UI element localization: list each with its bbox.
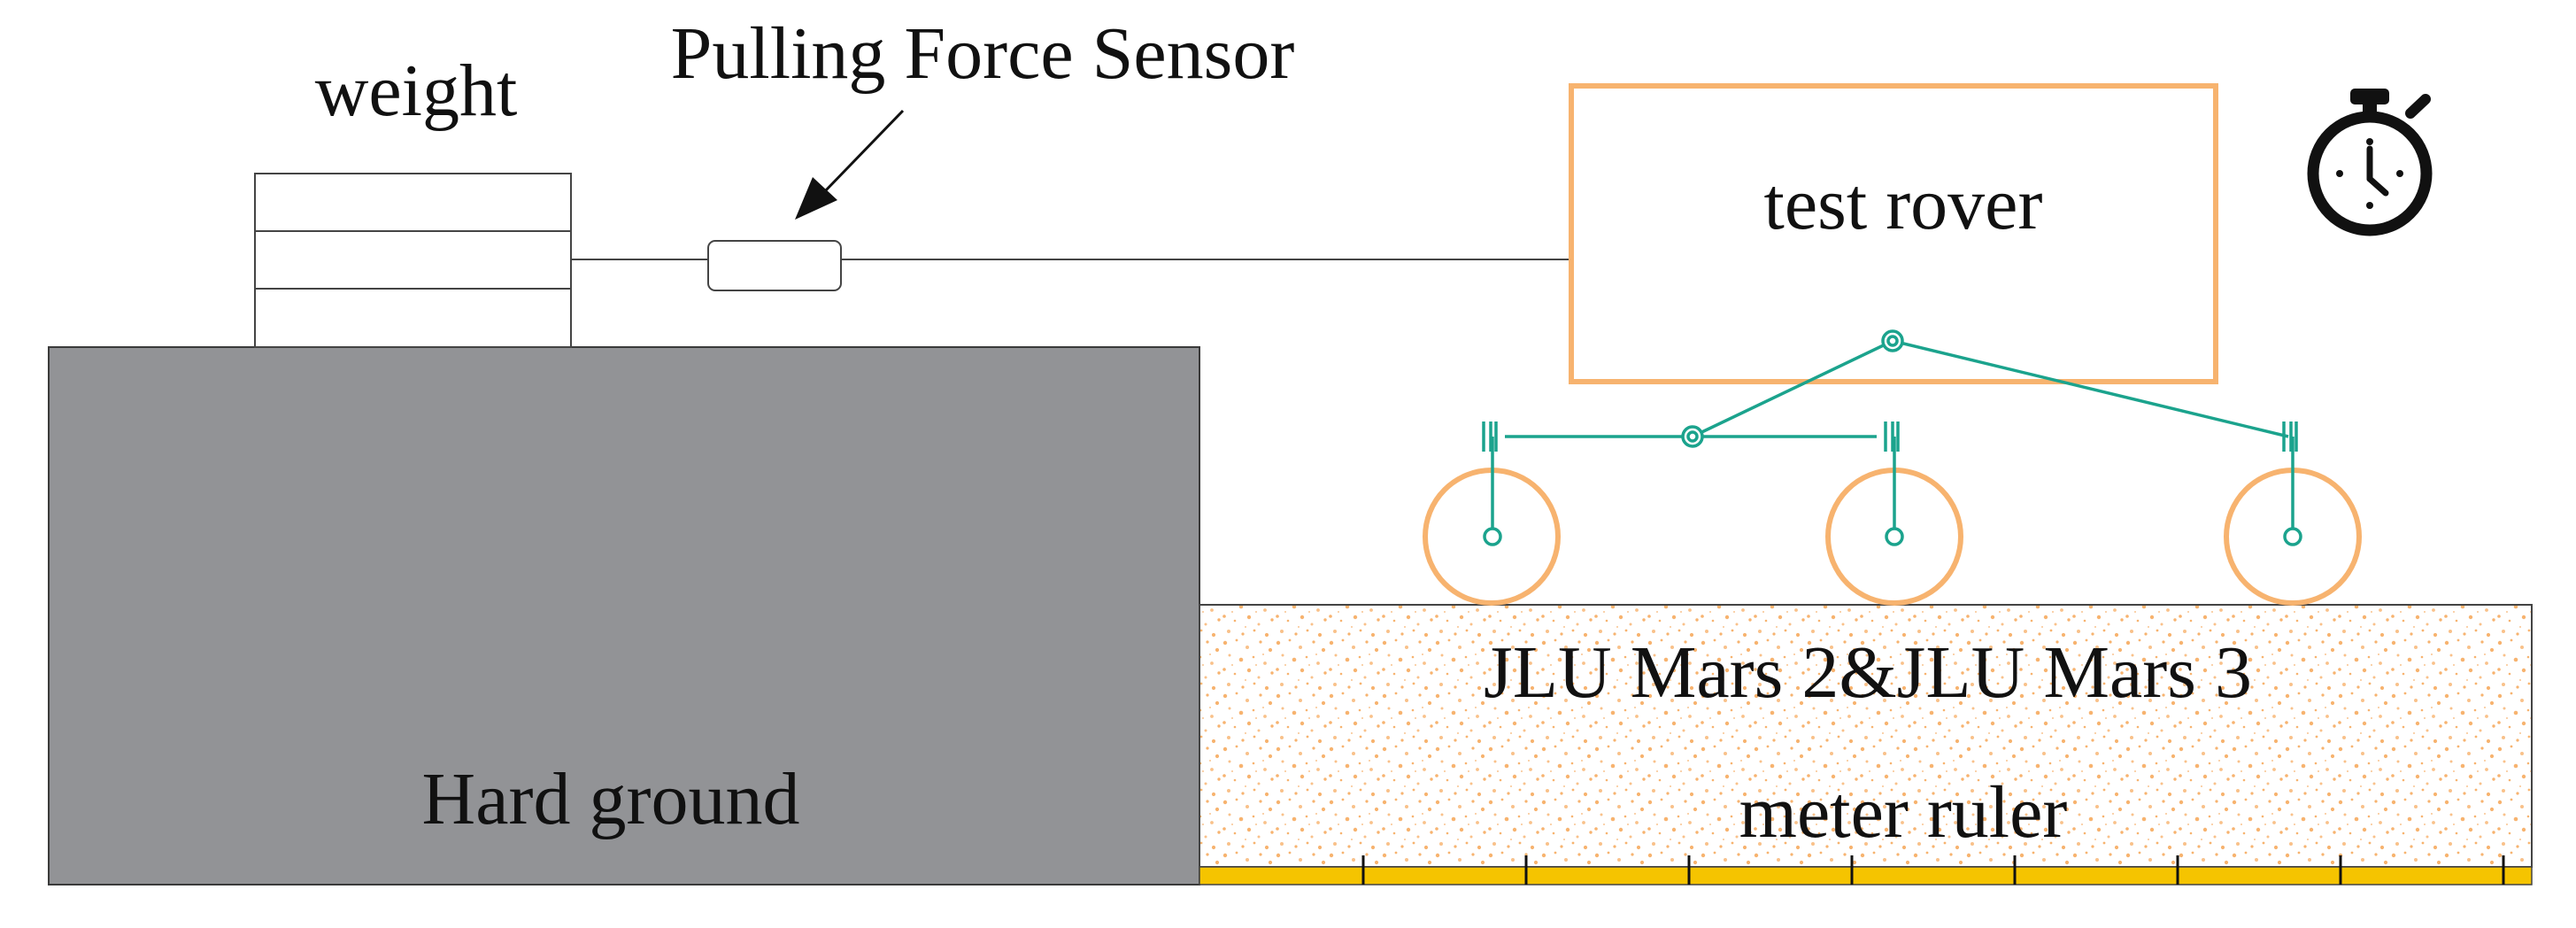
ruler-ticks [1361,855,2505,885]
test-rover-label: test rover [1764,163,2043,245]
meter-ruler [1199,866,2533,885]
soil-label: JLU Mars 2&JLU Mars 3 [1484,631,2252,714]
hard-ground-block [48,346,1200,885]
sensor-label: Pulling Force Sensor [671,12,1295,95]
weight-label: weight [315,50,518,132]
weight-stack [254,173,572,348]
rocker-bogie-suspension [1482,329,2302,546]
soil-bed [1199,604,2533,868]
pulling-force-sensor [707,240,842,291]
meter-ruler-label: meter ruler [1739,771,2068,854]
sensor-pointer-arrow [795,109,905,220]
hard-ground-label: Hard ground [422,758,800,840]
stopwatch-icon [2307,89,2433,236]
